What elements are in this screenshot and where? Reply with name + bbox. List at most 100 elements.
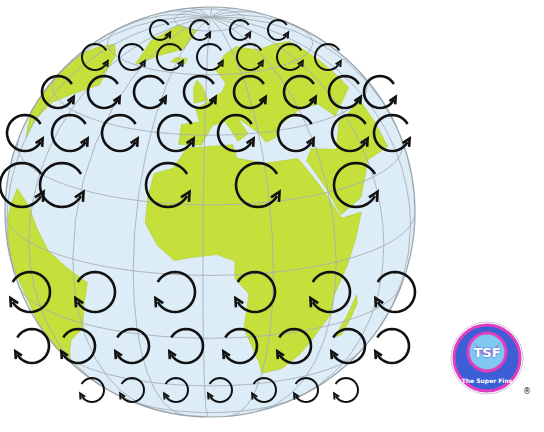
arrow-arc — [210, 378, 232, 402]
arrow-head — [331, 351, 338, 359]
arrow-arc — [230, 20, 249, 40]
rotation-arrow — [88, 76, 120, 108]
arrow-arc — [117, 329, 149, 363]
logo-core — [468, 333, 506, 371]
arrow-head — [164, 393, 169, 399]
arrow-head — [294, 393, 299, 399]
arrow-head — [245, 32, 250, 38]
arrow-head — [258, 61, 263, 67]
rotation-arrow — [169, 329, 203, 363]
arrow-arc — [7, 115, 41, 151]
logo-name: The Super Fins — [462, 378, 513, 384]
arrow-head — [178, 61, 183, 67]
arrow-arc — [82, 44, 106, 70]
rotation-arrow — [7, 115, 43, 151]
graticule — [5, 7, 415, 417]
rotation-arrow — [75, 272, 115, 312]
arrow-arc — [171, 329, 203, 363]
arrow-arc — [119, 44, 143, 70]
rotation-arrow — [197, 44, 223, 70]
rotation-arrow — [252, 378, 276, 402]
arrow-head — [10, 298, 18, 307]
rotation-arrow — [119, 44, 145, 70]
arrow-arc — [364, 76, 394, 108]
arrow-arc — [40, 163, 81, 207]
arrow-head — [218, 61, 223, 67]
arrow-arc — [334, 163, 375, 207]
arrow-head — [375, 298, 383, 307]
arrow-arc — [296, 378, 318, 402]
arrow-arc — [333, 329, 365, 363]
arrow-arc — [279, 329, 311, 363]
arrow-arc — [268, 20, 287, 40]
arrow-arc — [315, 44, 339, 70]
arrow-arc — [313, 272, 350, 312]
arrow-head — [307, 138, 314, 146]
rotation-arrow — [331, 329, 365, 363]
rotation-arrow — [120, 378, 144, 402]
arrow-head — [208, 393, 213, 399]
arrow-arc — [166, 378, 188, 402]
arrow-arc — [329, 76, 359, 108]
arrow-head — [298, 61, 303, 67]
arrow-arc — [88, 76, 118, 108]
rotation-arrows — [0, 20, 415, 402]
arrow-head — [252, 393, 257, 399]
logo-ring — [454, 325, 520, 391]
arrow-arc — [236, 163, 277, 207]
arrow-arc — [332, 115, 366, 151]
arrow-head — [271, 192, 280, 202]
rotation-arrow — [375, 329, 409, 363]
arrow-head — [205, 32, 210, 38]
rotation-arrow — [184, 76, 216, 108]
rotation-arrow — [42, 76, 74, 108]
arrow-arc — [378, 272, 415, 312]
rotation-arrow — [294, 378, 318, 402]
arrow-arc — [63, 329, 95, 363]
arrow-head — [67, 97, 73, 104]
arrow-arc — [78, 272, 115, 312]
rotation-arrow — [332, 115, 368, 151]
arrow-arc — [277, 44, 301, 70]
rotation-arrow — [375, 272, 415, 312]
arrow-head — [165, 32, 170, 38]
arrow-head — [235, 298, 243, 307]
rotation-arrow — [329, 76, 361, 108]
arrow-head — [309, 97, 315, 104]
rotation-arrow — [364, 76, 396, 108]
rotation-arrow — [190, 20, 210, 40]
rotation-arrow — [155, 272, 195, 312]
rotation-arrow — [277, 44, 303, 70]
arrow-arc — [157, 44, 181, 70]
arrow-head — [75, 298, 83, 307]
arrow-arc — [150, 20, 169, 40]
arrow-head — [169, 351, 176, 359]
arrow-head — [75, 192, 84, 202]
arrow-head — [259, 97, 265, 104]
rotation-arrow — [102, 115, 138, 151]
arrow-arc — [0, 163, 41, 207]
arrow-head — [283, 32, 288, 38]
rotation-arrow — [315, 44, 341, 70]
arrow-arc — [254, 378, 276, 402]
arrow-head — [403, 138, 410, 146]
arrow-head — [131, 138, 138, 146]
arrow-head — [375, 351, 382, 359]
arrow-arc — [218, 115, 252, 151]
arrow-arc — [377, 329, 409, 363]
arrow-arc — [102, 115, 136, 151]
rotation-arrow — [230, 20, 250, 40]
arrow-head — [15, 351, 22, 359]
whale-tail — [474, 341, 500, 358]
rotation-arrow — [374, 115, 410, 151]
arrow-head — [369, 192, 378, 202]
arrow-head — [187, 138, 194, 146]
rotation-arrow — [234, 76, 266, 108]
rotation-arrow — [10, 272, 50, 312]
arrow-head — [361, 138, 368, 146]
logo-badge — [451, 322, 523, 394]
arrow-arc — [184, 76, 214, 108]
arrow-head — [247, 138, 254, 146]
